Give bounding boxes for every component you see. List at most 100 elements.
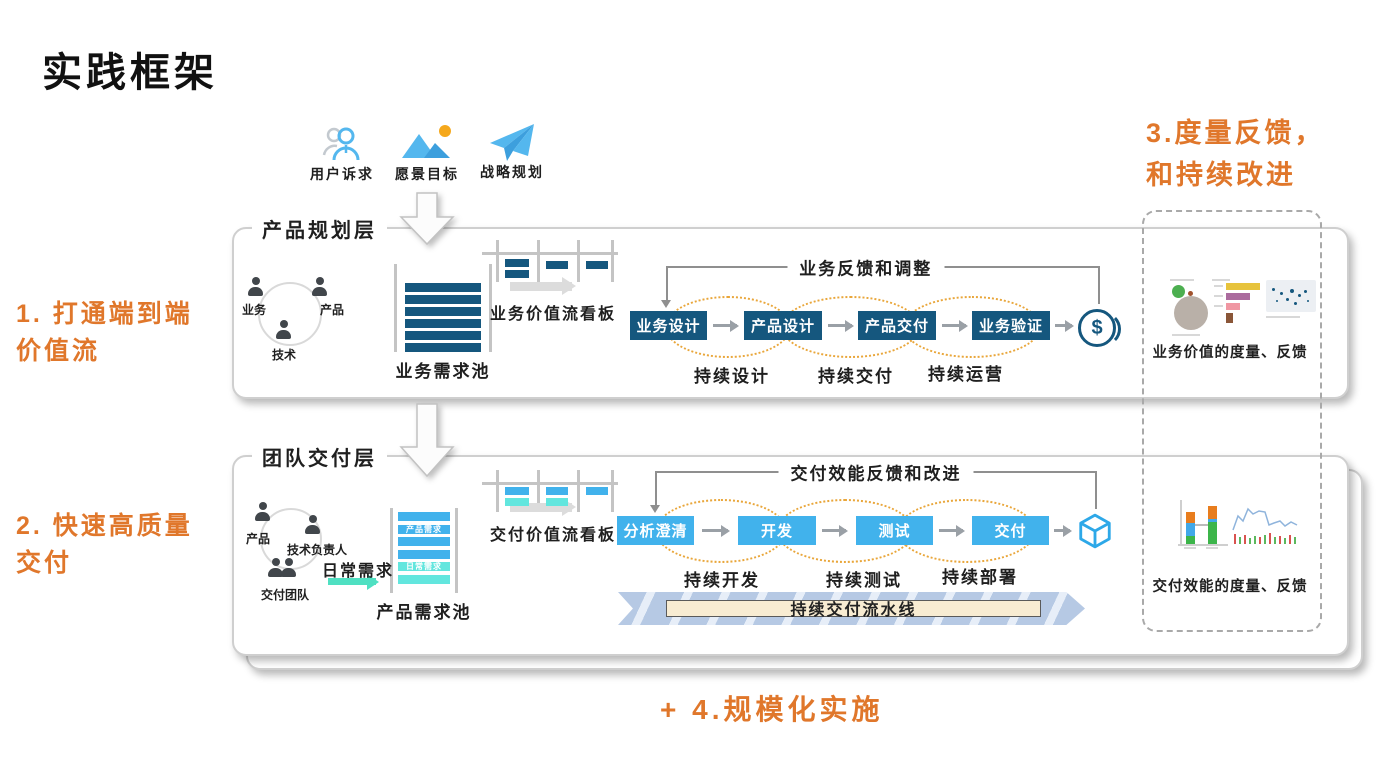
delivery-pool-label: 产品需求池 (376, 603, 472, 622)
input-user-needs-label: 用户诉求 (310, 166, 374, 182)
person-icon (248, 277, 263, 296)
role-delivery-team: 交付团队 (260, 588, 309, 602)
role-product: 产品 (319, 303, 344, 317)
down-arrow-top (399, 192, 455, 246)
pool-wall (455, 508, 458, 593)
note-4: + 4.规模化实施 (660, 694, 884, 725)
note-2-line1: 2. 快速高质量 (16, 512, 193, 540)
kanban-card (546, 498, 568, 506)
kanban-card (586, 261, 608, 269)
kanban-card (505, 259, 529, 267)
kanban-card (546, 487, 568, 495)
pool-wall (489, 264, 492, 352)
pool-tag-daily: 日常需求 (406, 562, 442, 571)
input-user-needs: 用户诉求 (300, 124, 384, 184)
step-business-verify: 业务验证 (972, 311, 1050, 340)
pool-bar (405, 343, 481, 352)
kanban-frame (611, 470, 614, 512)
kanban-frame (482, 252, 618, 255)
planning-layer-title: 产品规划层 (252, 214, 387, 243)
vision-icon (402, 125, 451, 158)
planning-roles-ring (258, 282, 322, 346)
note-3-line1: 3.度量反馈， (1146, 118, 1325, 148)
stacked-bar (1208, 522, 1217, 544)
hbar (1226, 313, 1233, 323)
role-product2: 产品 (245, 532, 270, 546)
pool-bar (405, 307, 481, 316)
stacked-bar (1186, 512, 1195, 523)
flow-arrow (939, 525, 965, 536)
planning-measure-label: 业务价值的度量、反馈 (1152, 345, 1308, 361)
paper-plane-icon (490, 124, 534, 161)
planning-pool-label: 业务需求池 (395, 362, 491, 381)
note-2-line2: 交付 (16, 549, 73, 577)
step-analysis: 分析澄清 (617, 516, 694, 545)
flow-arrow (713, 320, 739, 331)
pool-bar: 产品需求 (398, 524, 450, 534)
kanban-card (546, 261, 568, 269)
stacked-bar (1208, 519, 1217, 522)
chart-caption-line (1172, 334, 1200, 336)
cube-icon (1079, 513, 1111, 549)
flow-arrow (1055, 320, 1074, 331)
pool-bar (405, 283, 481, 292)
planning-feedback-loop: 业务反馈和调整 (661, 254, 1100, 308)
dollar-coin-icon: $ (1078, 309, 1121, 347)
map-chart (1266, 280, 1316, 312)
person-icon (255, 502, 270, 521)
pool-bar (398, 512, 450, 521)
kanban-card (505, 498, 529, 506)
cd-pipeline-banner: 持续交付流水线 (618, 592, 1085, 625)
input-strategy-plan-label: 战略规划 (480, 164, 544, 180)
kanban-frame (496, 470, 499, 512)
person-icon (312, 277, 327, 296)
role-tech: 技术 (271, 348, 296, 362)
cd-pipeline-label: 持续交付流水线 (666, 599, 1041, 619)
role-tech-lead: 技术负责人 (286, 543, 347, 557)
delivery-feedback-loop: 交付效能反馈和改进 (650, 459, 1097, 513)
note-2: 2. 快速高质量 交付 (16, 508, 193, 582)
delivery-layer-title: 团队交付层 (252, 442, 387, 471)
daily-requirement-arrow (328, 573, 379, 590)
chart-caption-line (1266, 316, 1300, 318)
delivery-measure-label: 交付效能的度量、反馈 (1152, 579, 1308, 595)
step-test: 测试 (856, 516, 933, 545)
pool-wall (394, 264, 397, 352)
kanban-frame (611, 240, 614, 282)
input-strategy-plan: 战略规划 (470, 122, 554, 182)
loop-continuous-operation: 持续运营 (928, 365, 1004, 384)
kanban-card (505, 487, 529, 495)
kanban-frame (496, 240, 499, 282)
kanban-frame (577, 240, 580, 282)
loop-continuous-dev: 持续开发 (684, 571, 760, 590)
down-arrow-middle (399, 403, 455, 478)
note-1-line2: 价值流 (16, 337, 101, 365)
note-3-line2: 和持续改进 (1146, 160, 1296, 190)
bubble-chart (1174, 296, 1208, 330)
chart-caption-line (1214, 295, 1223, 297)
chart-caption-line (1214, 285, 1223, 287)
pool-bar (405, 319, 481, 328)
hbar (1226, 303, 1240, 310)
chart-caption-line (1214, 305, 1223, 307)
pool-wall (390, 508, 393, 593)
kanban-frame (537, 470, 540, 512)
flow-arrow (1054, 525, 1072, 536)
bubble-chart (1188, 291, 1193, 296)
pool-bar (398, 574, 450, 584)
stacked-bar (1186, 523, 1195, 536)
trend-line-chart (1232, 507, 1298, 544)
planning-measure-charts (1168, 276, 1318, 338)
delivery-measure-charts (1170, 498, 1300, 554)
step-product-design: 产品设计 (744, 311, 822, 340)
loop-continuous-design: 持续设计 (694, 367, 770, 386)
step-develop: 开发 (738, 516, 816, 545)
kanban-card (505, 270, 529, 278)
chart-caption-line (1170, 279, 1194, 281)
pool-bar (398, 537, 450, 546)
person-icon (305, 515, 320, 534)
note-3: 3.度量反馈， 和持续改进 (1146, 112, 1325, 196)
step-business-design: 业务设计 (630, 311, 707, 340)
planning-feedback-label: 业务反馈和调整 (787, 254, 945, 280)
